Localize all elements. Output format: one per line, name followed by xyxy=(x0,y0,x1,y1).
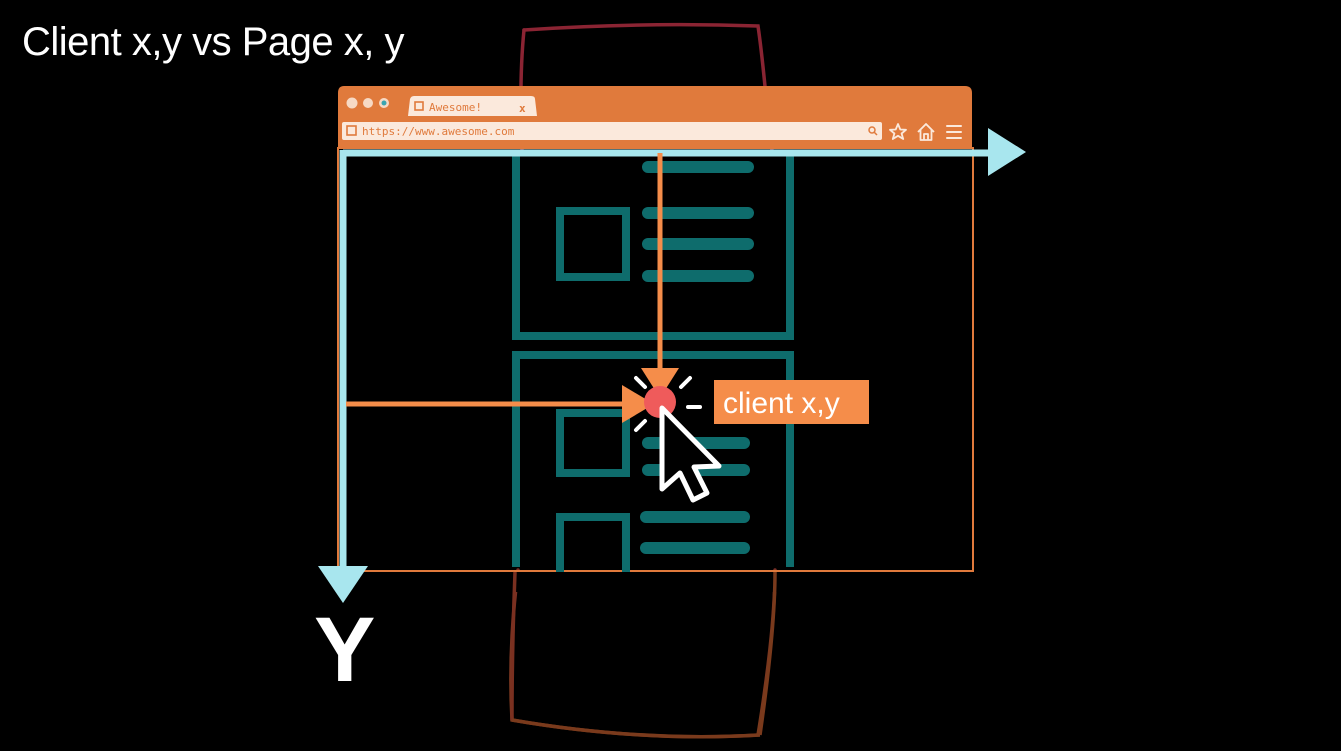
page-content xyxy=(512,152,794,581)
client-arrows xyxy=(346,153,679,423)
y-axis-label: Y xyxy=(314,599,375,701)
star-icon[interactable] xyxy=(889,123,907,140)
browser-window: Awesome! x https://www.awesome.com xyxy=(337,86,974,572)
x-axis-arrowhead xyxy=(988,128,1026,176)
client-label-box xyxy=(714,380,869,424)
cursor-icon xyxy=(659,405,722,503)
tab-page-icon xyxy=(414,101,424,111)
content-thumbnail xyxy=(556,513,630,581)
window-dot-icon[interactable] xyxy=(363,98,373,108)
client-xy-label: client x,y xyxy=(714,380,869,424)
content-thumbnail xyxy=(556,409,630,477)
url-page-icon xyxy=(346,125,357,136)
tab-close-icon[interactable]: x xyxy=(519,102,526,115)
content-thumbnail xyxy=(556,207,630,281)
content-card xyxy=(512,351,794,567)
tab-label: Awesome! xyxy=(429,101,482,114)
cursor-dot xyxy=(644,386,676,418)
address-bar[interactable] xyxy=(342,122,882,140)
home-icon[interactable] xyxy=(917,123,935,141)
address-url[interactable]: https://www.awesome.com xyxy=(362,125,515,138)
window-dot-icon[interactable] xyxy=(346,97,358,109)
menu-icon[interactable] xyxy=(946,125,962,139)
client-label-text: client x,y xyxy=(723,387,840,420)
url-search-icon[interactable] xyxy=(868,126,878,136)
y-axis-arrowhead xyxy=(318,566,368,603)
browser-viewport xyxy=(337,147,974,572)
click-point xyxy=(634,376,722,503)
page-axes: Y xyxy=(314,128,1026,701)
client-y-arrowhead xyxy=(641,368,679,398)
slide-title: Client x,y vs Page x, y xyxy=(22,20,404,64)
client-x-arrowhead xyxy=(622,385,654,423)
browser-tab[interactable]: Awesome! x xyxy=(408,96,537,116)
content-card xyxy=(512,152,794,340)
